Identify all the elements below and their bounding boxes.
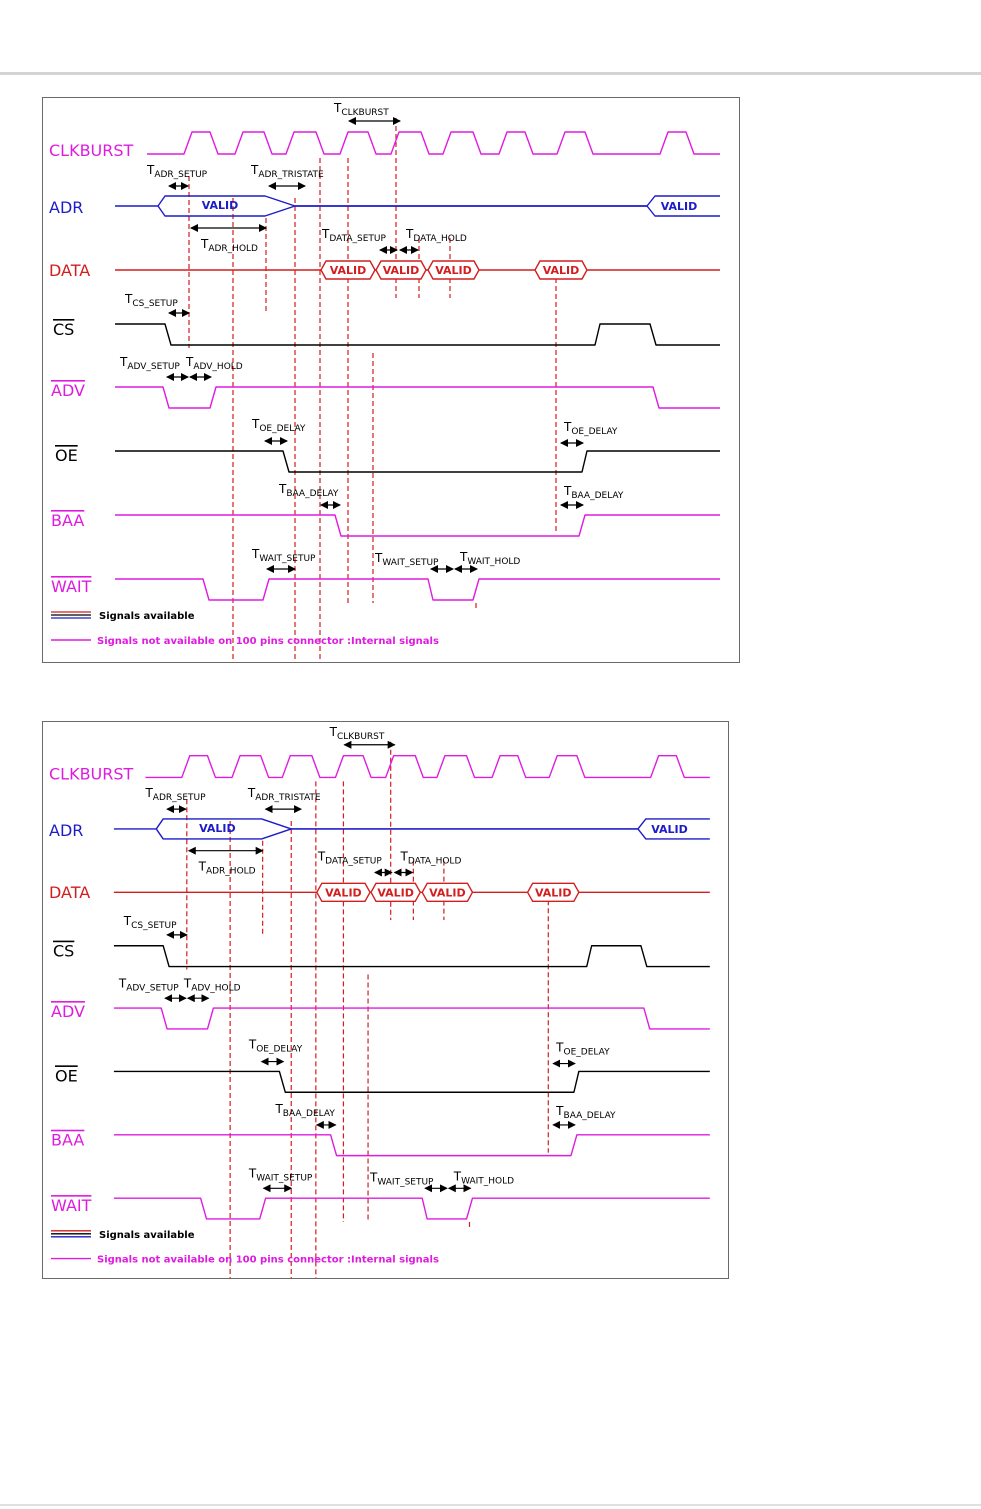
wait-waveform (115, 578, 720, 601)
adr-waveform-lower (157, 205, 720, 217)
data-valid-1 (316, 882, 371, 902)
timing-label-adv_hold: TADV_HOLD (185, 355, 243, 372)
timing-label-data_setup: TDATA_SETUP (321, 227, 387, 244)
timing-label-clkburst: TCLKBURST (333, 101, 389, 118)
timing-label-data_hold: TDATA_HOLD (405, 227, 467, 244)
data-valid-2-label: VALID (383, 264, 420, 277)
timing-label-oe_delay: TOE_DELAY (251, 417, 306, 434)
adr-waveform-upper (115, 195, 720, 207)
signal-label-cs: CS (53, 320, 74, 339)
legend-available: Signals available (99, 1230, 195, 1241)
signal-label-wait: WAIT (51, 1196, 92, 1215)
cs-waveform (113, 945, 710, 968)
timing-label-cs_setup: TCS_SETUP (124, 292, 178, 309)
signal-label-adv: ADV (51, 1002, 85, 1021)
data-valid-3-label: VALID (435, 264, 472, 277)
timing-label-baa_delay: TBAA_DELAY (278, 482, 339, 499)
timing-label-adr_tristate: TADR_TRISTATE (250, 163, 324, 180)
signal-label-adv: ADV (51, 381, 85, 400)
baa-waveform (113, 1134, 710, 1157)
adv-waveform (115, 386, 720, 409)
data-valid-4 (534, 260, 588, 280)
clkburst-waveform (145, 754, 710, 779)
signal-label-clkburst: CLKBURST (49, 141, 134, 160)
timing-label-baa_delay: TBAA_DELAY (555, 1104, 616, 1121)
data-valid-4-label: VALID (535, 886, 572, 899)
timing-label-wait_hold: TWAIT_HOLD (459, 550, 520, 567)
timing-label-wait_hold: TWAIT_HOLD (453, 1169, 514, 1186)
timing-label-wait_setup: TWAIT_SETUP (251, 547, 316, 564)
timing-label-adr_hold: TADR_HOLD (200, 237, 258, 254)
signal-label-data: DATA (49, 261, 90, 280)
adr-waveform-upper (113, 818, 710, 830)
timing-diagram-svg: CLKBURST VALID VALID ADR VALID VALID VALID VALI… (49, 101, 720, 662)
timing-label-adr_hold: TADR_HOLD (198, 860, 256, 877)
adr-valid-2: VALID (651, 823, 688, 836)
timing-label-wait_setup: TWAIT_SETUP (369, 1170, 434, 1187)
signal-label-baa: BAA (51, 1131, 84, 1150)
adr-valid-1: VALID (202, 199, 239, 212)
timing-label-baa_delay: TBAA_DELAY (563, 484, 624, 501)
adr-valid-2: VALID (661, 200, 698, 213)
timing-label-adr_tristate: TADR_TRISTATE (247, 786, 321, 803)
data-valid-2 (375, 260, 427, 280)
timing-label-adv_hold: TADV_HOLD (183, 976, 241, 993)
signal-label-data: DATA (49, 883, 90, 902)
timing-label-wait_setup: TWAIT_SETUP (374, 551, 439, 568)
wait-waveform (113, 1197, 710, 1220)
timing-label-data_hold: TDATA_HOLD (400, 850, 462, 867)
signal-label-clkburst: CLKBURST (49, 764, 134, 783)
signal-label-oe: OE (55, 446, 78, 465)
data-valid-1 (320, 260, 376, 280)
legend-internal: Signals not available on 100 pins connec… (97, 1255, 439, 1266)
adr-waveform-lower (155, 828, 710, 840)
legend-available: Signals available (99, 611, 195, 622)
timing-label-data_setup: TDATA_SETUP (317, 850, 383, 867)
data-valid-3-label: VALID (429, 886, 466, 899)
signal-label-wait: WAIT (51, 577, 92, 596)
data-valid-2-label: VALID (377, 886, 414, 899)
adv-waveform (113, 1007, 710, 1030)
timing-label-oe_delay: TOE_DELAY (248, 1038, 303, 1055)
baa-waveform (115, 514, 720, 537)
timing-label-wait_setup: TWAIT_SETUP (248, 1166, 313, 1183)
timing-label-baa_delay: TBAA_DELAY (274, 1102, 335, 1119)
oe-waveform (115, 450, 720, 473)
legend-internal: Signals not available on 100 pins connec… (97, 636, 439, 647)
signal-label-oe: OE (55, 1066, 78, 1085)
timing-diagram-2: CLKBURST VALID VALID ADR VALID VALID VALID VALI… (42, 721, 729, 1279)
data-valid-4-label: VALID (543, 264, 580, 277)
timing-label-adr_setup: TADR_SETUP (144, 786, 206, 803)
timing-label-cs_setup: TCS_SETUP (123, 914, 177, 931)
oe-waveform (113, 1070, 710, 1093)
timing-label-oe_delay: TOE_DELAY (563, 420, 618, 437)
data-valid-2 (370, 882, 422, 902)
adr-valid-1: VALID (199, 822, 236, 835)
timing-diagram-1: CLKBURST VALID VALID ADR VALID VALID VALID VALI… (42, 97, 740, 663)
header-divider (0, 72, 981, 75)
signal-label-cs: CS (53, 942, 74, 961)
clkburst-waveform (147, 131, 720, 155)
data-valid-1-label: VALID (325, 886, 362, 899)
timing-label-adv_setup: TADV_SETUP (119, 355, 180, 372)
data-valid-1-label: VALID (330, 264, 367, 277)
data-valid-4 (526, 882, 580, 902)
footer-divider (0, 1504, 981, 1506)
timing-label-clkburst: TCLKBURST (329, 725, 385, 742)
timing-label-oe_delay: TOE_DELAY (555, 1041, 610, 1058)
signal-label-adr: ADR (49, 198, 83, 217)
cs-waveform (115, 323, 720, 346)
timing-label-adv_setup: TADV_SETUP (118, 976, 179, 993)
data-valid-3 (421, 882, 474, 902)
signal-label-adr: ADR (49, 821, 83, 840)
timing-label-adr_setup: TADR_SETUP (146, 163, 208, 180)
signal-label-baa: BAA (51, 511, 84, 530)
timing-diagram-svg: CLKBURST VALID VALID ADR VALID VALID VALID VALI… (49, 725, 710, 1278)
data-valid-3 (427, 260, 480, 280)
